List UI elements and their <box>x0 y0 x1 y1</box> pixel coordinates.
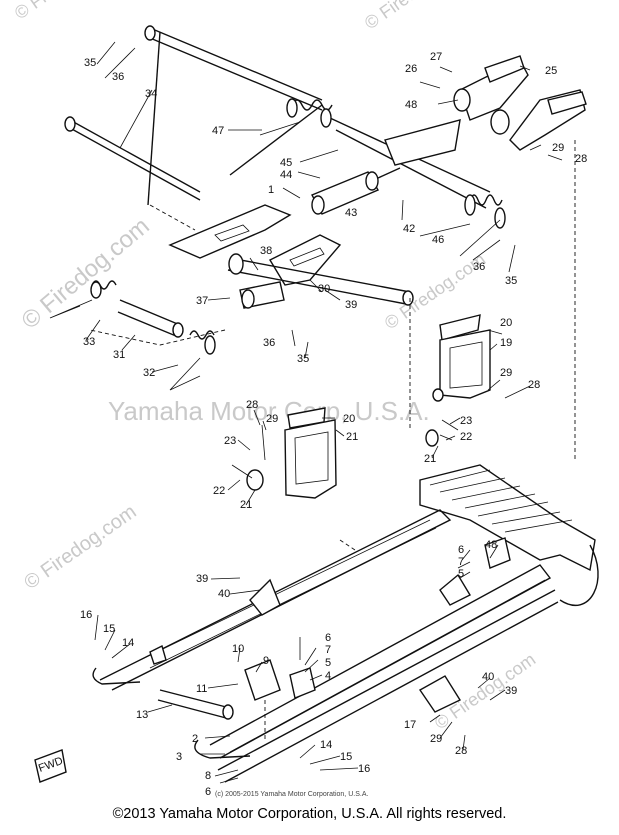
part-label-1: 1 <box>268 184 274 196</box>
part-label-47: 48 <box>405 99 417 111</box>
part-label-7: 7 <box>458 556 464 568</box>
shock-absorber <box>311 167 401 215</box>
part-label-7b: 7 <box>325 644 331 656</box>
part-label-27d: 28 <box>455 745 467 757</box>
part-label-44: 45 <box>280 157 292 169</box>
part-label-46: 47 <box>212 125 224 137</box>
part-label-23b: 23 <box>460 415 472 427</box>
part-label-9: 9 <box>263 655 269 667</box>
part-label-32: 33 <box>83 336 95 348</box>
part-label-37: 38 <box>260 245 272 257</box>
part-label-28c: 29 <box>266 413 278 425</box>
part-label-8: 8 <box>205 770 211 782</box>
part-label-6b: 6 <box>325 632 331 644</box>
part-label-34b: 35 <box>505 275 517 287</box>
part-label-13: 13 <box>136 709 148 721</box>
part-label-24: 25 <box>545 65 557 77</box>
part-label-16: 16 <box>80 609 92 621</box>
part-label-40: 40 <box>218 588 230 600</box>
part-label-26: 27 <box>430 51 442 63</box>
part-label-21b: 21 <box>424 453 436 465</box>
part-label-16b: 16 <box>358 763 370 775</box>
part-label-35b: 36 <box>473 261 485 273</box>
part-label-17: 17 <box>404 719 416 731</box>
rail-bracket-left <box>246 407 337 499</box>
part-label-39b: 39 <box>505 685 517 697</box>
part-label-34c: 35 <box>297 353 309 365</box>
part-label-39: 39 <box>196 573 208 585</box>
part-label-2: 2 <box>192 733 198 745</box>
part-label-22b: 22 <box>460 431 472 443</box>
part-label-27c: 28 <box>246 399 258 411</box>
part-label-6: 6 <box>458 544 464 556</box>
part-label-6c: 6 <box>205 786 211 798</box>
mount-bracket-right <box>453 55 587 151</box>
watermark-small-copyright: (c) 2005-2015 Yamaha Motor Corporation, … <box>215 791 368 798</box>
part-label-23: 23 <box>224 435 236 447</box>
part-label-14b: 14 <box>320 739 332 751</box>
part-label-30: 31 <box>113 349 125 361</box>
watermark-center: Yamaha Motor Corp, U.S.A. <box>108 396 430 426</box>
spring-32 <box>49 280 117 319</box>
spring-46 <box>259 98 333 136</box>
part-label-42: 43 <box>345 207 357 219</box>
part-label-43: 44 <box>280 169 292 181</box>
part-label-21: 21 <box>240 499 252 511</box>
part-label-33: 34 <box>145 88 157 100</box>
part-label-20: 20 <box>500 317 512 329</box>
part-label-27b: 28 <box>528 379 540 391</box>
part-label-28d: 29 <box>430 733 442 745</box>
part-label-3: 3 <box>176 751 182 763</box>
rail-bracket-right <box>432 314 491 402</box>
drive-track <box>419 464 599 606</box>
part-label-14: 14 <box>122 637 134 649</box>
part-label-19: 21 <box>346 431 358 443</box>
part-label-15b: 15 <box>340 751 352 763</box>
part-label-28: 29 <box>552 142 564 154</box>
part-label-28b: 29 <box>500 367 512 379</box>
upper-shaft-assembly <box>49 25 587 460</box>
part-label-48: 48 <box>485 539 497 551</box>
slide-rail-lower <box>194 564 559 783</box>
part-label-25: 26 <box>405 63 417 75</box>
part-label-5: 5 <box>458 568 464 580</box>
part-label-29: 30 <box>318 283 330 295</box>
watermark-top-left: © Firedog.com <box>11 0 119 23</box>
part-label-36: 37 <box>196 295 208 307</box>
part-label-38: 39 <box>345 299 357 311</box>
spring-45 <box>459 194 506 257</box>
watermark-left-mid: © Firedog.com <box>17 213 155 335</box>
part-callouts: 35 36 34 47 45 44 1 43 42 46 36 35 27 26… <box>80 41 587 798</box>
spring-31 <box>169 330 216 391</box>
part-label-22: 22 <box>213 485 225 497</box>
copyright-notice: ©2013 Yamaha Motor Corporation, U.S.A. A… <box>112 806 507 822</box>
part-label-45: 46 <box>432 234 444 246</box>
part-label-4: 4 <box>325 670 331 682</box>
part-label-10: 10 <box>232 643 244 655</box>
part-label-41: 42 <box>403 223 415 235</box>
watermark-top-right: © Firedog.com <box>361 0 469 33</box>
part-label-15: 15 <box>103 623 115 635</box>
part-label-35c: 36 <box>263 337 275 349</box>
part-label-34: 35 <box>84 57 96 69</box>
forward-direction-tag: FWD <box>34 749 67 783</box>
part-label-27: 28 <box>575 153 587 165</box>
part-label-35: 36 <box>112 71 124 83</box>
part-label-5b: 5 <box>325 657 331 669</box>
part-label-40b: 40 <box>482 671 494 683</box>
part-label-11: 11 <box>196 683 207 695</box>
part-label-18: 19 <box>500 337 512 349</box>
part-label-31: 32 <box>143 367 155 379</box>
part-label-20b: 20 <box>343 413 355 425</box>
watermark-lower-left: © Firedog.com <box>20 501 140 594</box>
